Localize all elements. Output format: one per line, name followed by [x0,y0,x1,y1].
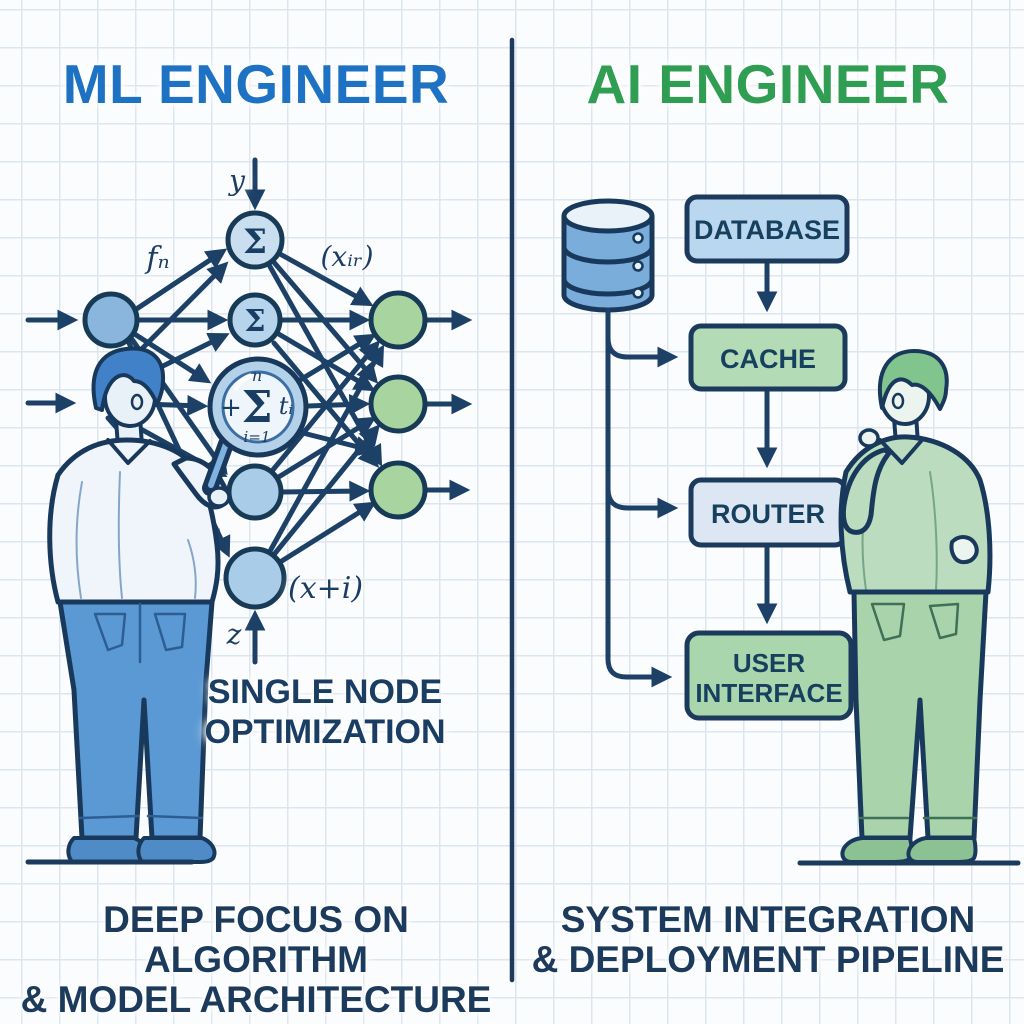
magnifier: + Σ n i=1 tᵢ [202,356,309,508]
jeans-details [78,602,204,820]
hidden-node-sigma-2 [227,292,283,348]
arm-thinking [840,447,893,535]
shirt [47,437,221,605]
magnifier-lens [221,370,295,444]
flow-box-user-interface [684,630,854,721]
network-math-labels: y fₙ (xᵢᵣ) (x+i) z [144,164,373,651]
output-node-3 [368,460,428,520]
label-z: z [226,618,242,651]
shoe [66,836,149,864]
flow-rail [605,260,778,688]
hair [91,346,166,412]
left-panel-title: ML ENGINEER [62,53,450,115]
flow-box-database [684,194,850,264]
note-line-1: SINGLE NODE [207,673,443,711]
database-cylinder-icon [561,198,655,313]
right-caption-line-1: SYSTEM INTEGRATION [560,899,976,940]
input-node [82,291,140,349]
left-diagram-note: SINGLE NODE OPTIMIZATION [160,672,490,752]
user-interface-label-line1: USER [733,648,805,678]
collar [106,438,152,465]
network-edges-output [265,251,385,567]
shoe [840,836,914,864]
left-caption-line-2: & MODEL ARCHITECTURE [20,978,492,1020]
left-caption: DEEP FOCUS ON ALGORITHM & MODEL ARCHITEC… [8,900,504,1020]
network-io-arrows [25,157,473,665]
formula-lower-limit: i=1 [244,428,271,446]
hidden-node-4 [223,546,287,610]
formula-upper-limit: n [252,366,262,385]
note-line-2: OPTIMIZATION [204,713,446,752]
shoe [136,836,217,864]
hair [877,349,949,411]
label-y: y [227,164,246,197]
router-label: ROUTER [711,499,825,529]
magnifier-handle-highlight [208,441,229,488]
hand-at-chin [858,428,880,448]
pants-details [858,602,978,820]
formula-sigma: Σ [241,382,272,433]
hidden-node-sigma-1 [225,210,285,270]
right-caption-line-2: & DEPLOYMENT PIPELINE [531,938,1005,980]
ai-engineer-figure [838,349,993,864]
ml-engineer-figure [47,346,230,864]
output-node-1 [368,290,428,350]
formula-plus: + [220,393,242,423]
lens-glint [233,373,253,391]
pants [851,589,989,841]
output-node-2 [368,374,428,434]
collar [878,438,924,465]
shirt-creases [75,471,197,599]
database-label: DATABASE [694,215,840,245]
right-panel-title: AI ENGINEER [586,53,950,115]
user-interface-label-line2: INTERFACE [695,678,842,708]
label-x-plus-i: (x+i) [288,571,363,606]
flow-box-cache [688,323,848,392]
network-nodes [82,210,428,610]
jeans [57,599,215,841]
ear [130,393,144,411]
cache-label: CACHE [720,344,816,374]
ear [891,392,905,410]
label-xir: (xᵢᵣ) [321,240,374,273]
formula-term: tᵢ [279,392,294,420]
left-caption-line-1: DEEP FOCUS ON ALGORITHM [103,899,409,980]
hidden-node-3 [226,463,284,521]
sigma-symbol: Σ [243,222,267,262]
hand [207,486,231,508]
label-fn: fₙ [144,241,169,276]
right-caption: SYSTEM INTEGRATION & DEPLOYMENT PIPELINE [520,900,1016,980]
system-flowchart: DATABASE CACHE ROUTER USER INTERFACE [561,194,854,721]
sigma-symbol: Σ [244,304,265,339]
shoe [906,836,978,864]
hand-behind-back [949,535,979,565]
